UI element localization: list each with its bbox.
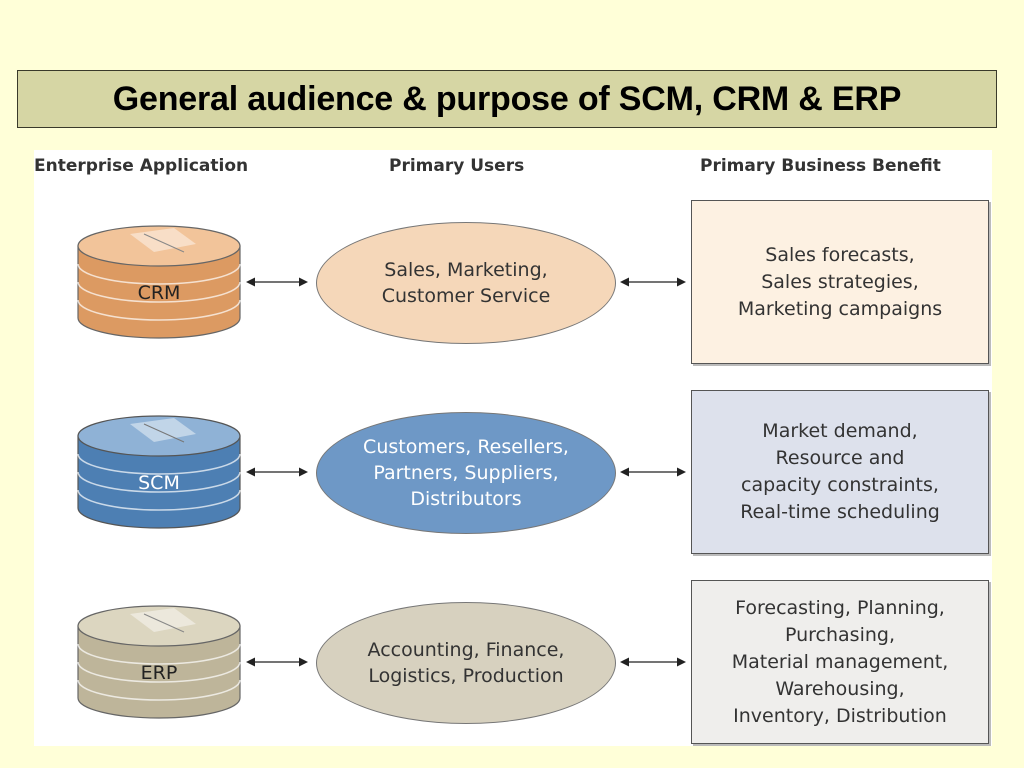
scm-cylinder-shape <box>77 415 241 529</box>
diagram-panel: Enterprise Application Primary Users Pri… <box>34 150 992 746</box>
scm-users-ellipse: Customers, Resellers, Partners, Supplier… <box>316 412 616 534</box>
crm-database-icon: CRM <box>74 222 244 342</box>
row-scm: SCM Customers, Resellers, Partners, Supp… <box>34 390 992 556</box>
erp-label: ERP <box>140 662 178 684</box>
slide-title: General audience & purpose of SCM, CRM &… <box>112 79 902 118</box>
row-crm: CRM Sales, Marketing, Customer Service S… <box>34 200 992 366</box>
scm-benefit-box: Market demand, Resource and capacity con… <box>691 390 989 554</box>
crm-benefit-text: Sales forecasts, Sales strategies, Marke… <box>737 243 943 320</box>
scm-users-benefit-arrow <box>620 465 686 479</box>
erp-benefit-text: Forecasting, Planning, Purchasing, Mater… <box>731 596 949 727</box>
crm-users-ellipse: Sales, Marketing, Customer Service <box>316 222 616 344</box>
title-box: General audience & purpose of SCM, CRM &… <box>17 70 997 128</box>
crm-cylinder-shape <box>77 225 241 339</box>
erp-app-users-arrow <box>246 655 308 669</box>
erp-users-ellipse: Accounting, Finance, Logistics, Producti… <box>316 602 616 724</box>
erp-database-icon: ERP <box>74 602 244 722</box>
scm-label: SCM <box>138 472 180 494</box>
crm-app-users-arrow <box>246 275 308 289</box>
row-erp: ERP Accounting, Finance, Logistics, Prod… <box>34 580 992 746</box>
scm-app-users-arrow <box>246 465 308 479</box>
erp-users-text: Accounting, Finance, Logistics, Producti… <box>367 639 565 687</box>
erp-benefit-box: Forecasting, Planning, Purchasing, Mater… <box>691 580 989 744</box>
header-enterprise-application: Enterprise Application <box>34 156 249 176</box>
erp-cylinder-shape <box>77 605 241 719</box>
crm-benefit-box: Sales forecasts, Sales strategies, Marke… <box>691 200 989 364</box>
erp-users-benefit-arrow <box>620 655 686 669</box>
scm-database-icon: SCM <box>74 412 244 532</box>
scm-users-text: Customers, Resellers, Partners, Supplier… <box>363 436 569 510</box>
scm-benefit-text: Market demand, Resource and capacity con… <box>740 420 940 523</box>
crm-users-benefit-arrow <box>620 275 686 289</box>
header-primary-business-benefit: Primary Business Benefit <box>700 156 941 176</box>
crm-label: CRM <box>137 282 181 304</box>
crm-users-text: Sales, Marketing, Customer Service <box>381 259 551 307</box>
header-primary-users: Primary Users <box>389 156 525 176</box>
